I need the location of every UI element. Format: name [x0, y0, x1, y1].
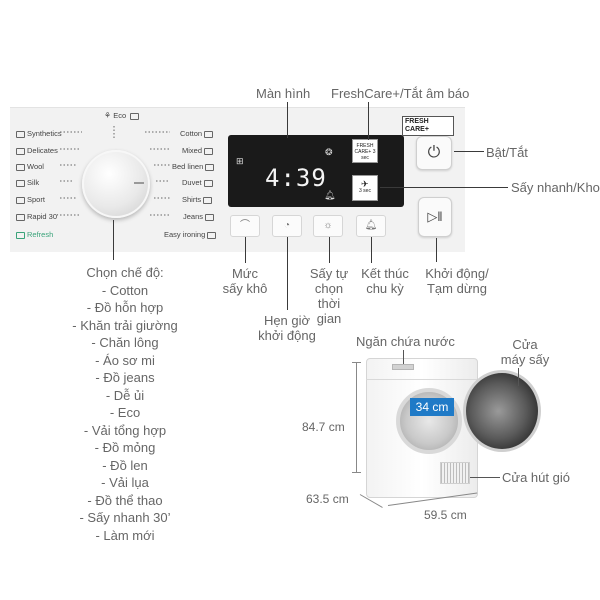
program-wool[interactable]: Wool: [16, 162, 44, 171]
quick-dry-lock-button[interactable]: ✈ 3 sec: [352, 175, 378, 201]
program-refresh[interactable]: Refresh: [16, 230, 53, 239]
mode-list-title: Chọn chế độ:: [86, 265, 164, 280]
program-cotton[interactable]: Cotton: [180, 129, 214, 138]
program-duvet[interactable]: Duvet: [182, 178, 213, 187]
eco-box-icon: [130, 112, 140, 120]
delay-start-button[interactable]: ◔: [272, 215, 302, 237]
child-lock-icon: ⊞: [236, 156, 244, 166]
easy-ironing-icon: [207, 231, 217, 239]
program-dial-knob[interactable]: [82, 150, 150, 218]
air-vent-grille: [440, 462, 470, 484]
mode-item: - Đồ hỗn hợp: [86, 300, 164, 315]
play-pause-icon: ▷‖: [427, 209, 443, 224]
program-synthetics[interactable]: Synthetics: [16, 129, 62, 138]
auto-dry-button[interactable]: ☼: [313, 215, 343, 237]
bell-icon: 🔔︎: [324, 190, 336, 200]
dimension-width: 59.5 cm: [424, 508, 467, 522]
mode-item: - Vải tổng hợp: [83, 422, 167, 438]
program-shirts[interactable]: Shirts: [182, 195, 213, 204]
program-jeans[interactable]: Jeans: [183, 212, 215, 221]
bell-icon: 🔔︎: [364, 220, 378, 231]
start-pause-button[interactable]: ▷‖: [418, 197, 452, 237]
dial-indicator: [134, 182, 144, 184]
refresh-icon: [16, 231, 25, 239]
display-time: 4:39: [265, 164, 327, 192]
mode-list: Chọn chế độ: - Cotton - Đồ hỗn hợp - Khă…: [40, 264, 210, 544]
mode-item: - Sấy nhanh 30’: [79, 510, 171, 525]
power-icon: ⏻: [427, 144, 441, 161]
dryer-door: [463, 370, 541, 452]
sport-icon: [16, 196, 25, 204]
freshcare-button[interactable]: FRESH CARE+ 3 sec: [352, 139, 378, 163]
mode-item: - Áo sơ mi: [95, 352, 155, 368]
program-rapid-30[interactable]: Rapid 30': [16, 212, 58, 221]
label-start-pause: Khởi động/ Tạm dừng: [425, 266, 489, 296]
label-dryer-door: Cửa máy sấy: [500, 337, 550, 367]
program-sport[interactable]: Sport: [16, 195, 45, 204]
mode-item: - Dễ ủi: [105, 387, 145, 403]
rapid-icon: [16, 213, 25, 221]
label-quick-dry-lock: Sấy nhanh/Khoá: [511, 180, 600, 195]
label-dryness-level: Mức sấy khô: [222, 266, 268, 296]
mode-item: - Đồ mỏng: [94, 440, 156, 455]
water-tank: [392, 364, 414, 370]
drum-size-tag: 34 cm: [410, 398, 454, 416]
quick-dry-icon: ✈: [361, 179, 369, 189]
freshcare-badge: FRESH CARE+: [402, 116, 454, 136]
dryness-icon: ⌒: [240, 220, 250, 231]
program-bed-linen[interactable]: Bed linen: [172, 162, 215, 171]
mode-item: - Khăn trải giường: [72, 317, 178, 333]
program-eco: ⚘ Eco: [104, 111, 141, 120]
fan-icon: ❂: [325, 147, 333, 157]
mode-item: - Cotton: [101, 282, 149, 298]
silk-icon: [16, 179, 25, 187]
timer-icon: ☼: [323, 220, 333, 231]
dimension-depth: 63.5 cm: [306, 492, 349, 506]
wool-icon: [16, 163, 25, 171]
dial-ticks: [60, 126, 170, 216]
mode-item: - Đồ thể thao: [87, 492, 163, 508]
synthetics-icon: [16, 130, 25, 138]
program-mixed[interactable]: Mixed: [182, 146, 214, 155]
label-freshcare: FreshCare+/Tắt âm báo: [331, 86, 470, 101]
program-easy-ironing[interactable]: Easy ironing: [164, 230, 217, 239]
label-screen: Màn hình: [256, 86, 311, 101]
label-auto-dry: Sấy tự chọn thời gian: [309, 266, 349, 326]
cycle-end-button[interactable]: 🔔︎: [356, 215, 386, 237]
bed-linen-icon: [205, 163, 215, 171]
label-air-vent: Cửa hút gió: [502, 470, 570, 485]
mixed-icon: [204, 147, 214, 155]
label-delay-start: Hẹn giờ khởi động: [258, 313, 316, 343]
cotton-icon: [204, 130, 214, 138]
program-silk[interactable]: Silk: [16, 178, 39, 187]
mode-item: - Eco: [109, 405, 141, 420]
dimension-height: 84.7 cm: [302, 420, 345, 434]
jeans-icon: [205, 213, 215, 221]
dryer-top-panel: [366, 358, 478, 380]
program-delicates[interactable]: Delicates: [16, 146, 58, 155]
power-button[interactable]: ⏻: [416, 136, 452, 170]
clock-icon: ◔: [283, 220, 291, 231]
mode-item: - Vải lụa: [101, 475, 149, 490]
mode-item: - Đồ jeans: [95, 370, 155, 385]
mode-item: - Làm mới: [95, 527, 155, 543]
label-power: Bật/Tắt: [486, 145, 528, 160]
label-cycle-end: Kết thúc chu kỳ: [361, 266, 409, 296]
duvet-icon: [203, 179, 213, 187]
label-water-tank: Ngăn chứa nước: [356, 334, 455, 349]
eco-icon: ⚘: [104, 111, 112, 120]
mode-item: - Chăn lông: [91, 335, 159, 350]
dryness-level-button[interactable]: ⌒: [230, 215, 260, 237]
shirts-icon: [203, 196, 213, 204]
delicates-icon: [16, 147, 25, 155]
mode-item: - Đồ len: [102, 457, 148, 473]
